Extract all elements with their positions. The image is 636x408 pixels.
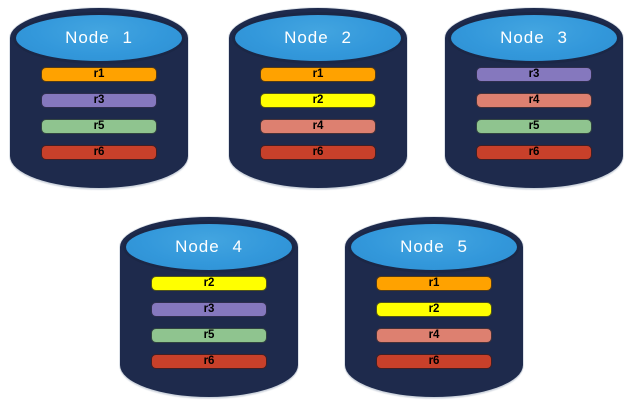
replica-bar-stack: r1 r2 r4 r6 xyxy=(229,67,407,160)
db-node-4: Node 4 r2 r3 r5 r6 xyxy=(120,217,298,397)
replica-label: r5 xyxy=(93,120,105,132)
cylinder-top: Node 1 xyxy=(13,12,185,64)
replica-label: r2 xyxy=(312,94,324,106)
db-node-1: Node 1 r1 r3 r5 r6 xyxy=(10,8,188,188)
replica-label: r6 xyxy=(203,355,215,367)
node-title: Node 3 xyxy=(500,28,568,47)
cylinder-top: Node 3 xyxy=(448,12,620,64)
cylinder-top: Node 2 xyxy=(232,12,404,64)
replica-bar-r6: r6 xyxy=(476,145,592,160)
replica-label: r1 xyxy=(93,68,105,80)
db-node-2: Node 2 r1 r2 r4 r6 xyxy=(229,8,407,188)
replica-label: r4 xyxy=(428,329,440,341)
replica-label: r6 xyxy=(428,355,440,367)
replica-bar-r3: r3 xyxy=(476,67,592,82)
replica-bar-r6: r6 xyxy=(41,145,157,160)
cylinder-top: Node 5 xyxy=(348,221,520,273)
node-title: Node 5 xyxy=(400,237,468,256)
replica-bar-r1: r1 xyxy=(41,67,157,82)
replica-bar-r5: r5 xyxy=(151,328,267,343)
replica-bar-stack: r3 r4 r5 r6 xyxy=(445,67,623,160)
replica-label: r2 xyxy=(203,277,215,289)
replica-bar-stack: r2 r3 r5 r6 xyxy=(120,276,298,369)
replica-bar-r3: r3 xyxy=(151,302,267,317)
replica-label: r3 xyxy=(528,68,540,80)
replica-bar-stack: r1 r3 r5 r6 xyxy=(10,67,188,160)
replica-bar-r3: r3 xyxy=(41,93,157,108)
replica-bar-r2: r2 xyxy=(376,302,492,317)
node-title: Node 1 xyxy=(65,28,133,47)
replica-bar-r5: r5 xyxy=(41,119,157,134)
replica-label: r2 xyxy=(428,303,440,315)
replica-bar-r5: r5 xyxy=(476,119,592,134)
cylinder-top: Node 4 xyxy=(123,221,295,273)
node-title: Node 2 xyxy=(284,28,352,47)
db-node-3: Node 3 r3 r4 r5 r6 xyxy=(445,8,623,188)
replica-bar-stack: r1 r2 r4 r6 xyxy=(345,276,523,369)
replica-label: r5 xyxy=(528,120,540,132)
replica-bar-r4: r4 xyxy=(260,119,376,134)
replica-label: r1 xyxy=(312,68,324,80)
replica-label: r6 xyxy=(93,146,105,158)
replica-bar-r6: r6 xyxy=(151,354,267,369)
replica-bar-r2: r2 xyxy=(260,93,376,108)
replica-label: r3 xyxy=(203,303,215,315)
replica-label: r3 xyxy=(93,94,105,106)
replica-label: r6 xyxy=(528,146,540,158)
replica-bar-r6: r6 xyxy=(260,145,376,160)
replica-bar-r2: r2 xyxy=(151,276,267,291)
replica-label: r5 xyxy=(203,329,215,341)
replica-bar-r1: r1 xyxy=(260,67,376,82)
replica-label: r6 xyxy=(312,146,324,158)
db-node-5: Node 5 r1 r2 r4 r6 xyxy=(345,217,523,397)
replica-label: r4 xyxy=(312,120,324,132)
replica-bar-r1: r1 xyxy=(376,276,492,291)
node-title: Node 4 xyxy=(175,237,243,256)
replica-bar-r4: r4 xyxy=(476,93,592,108)
replica-label: r4 xyxy=(528,94,540,106)
replica-label: r1 xyxy=(428,277,440,289)
replica-bar-r4: r4 xyxy=(376,328,492,343)
replica-bar-r6: r6 xyxy=(376,354,492,369)
